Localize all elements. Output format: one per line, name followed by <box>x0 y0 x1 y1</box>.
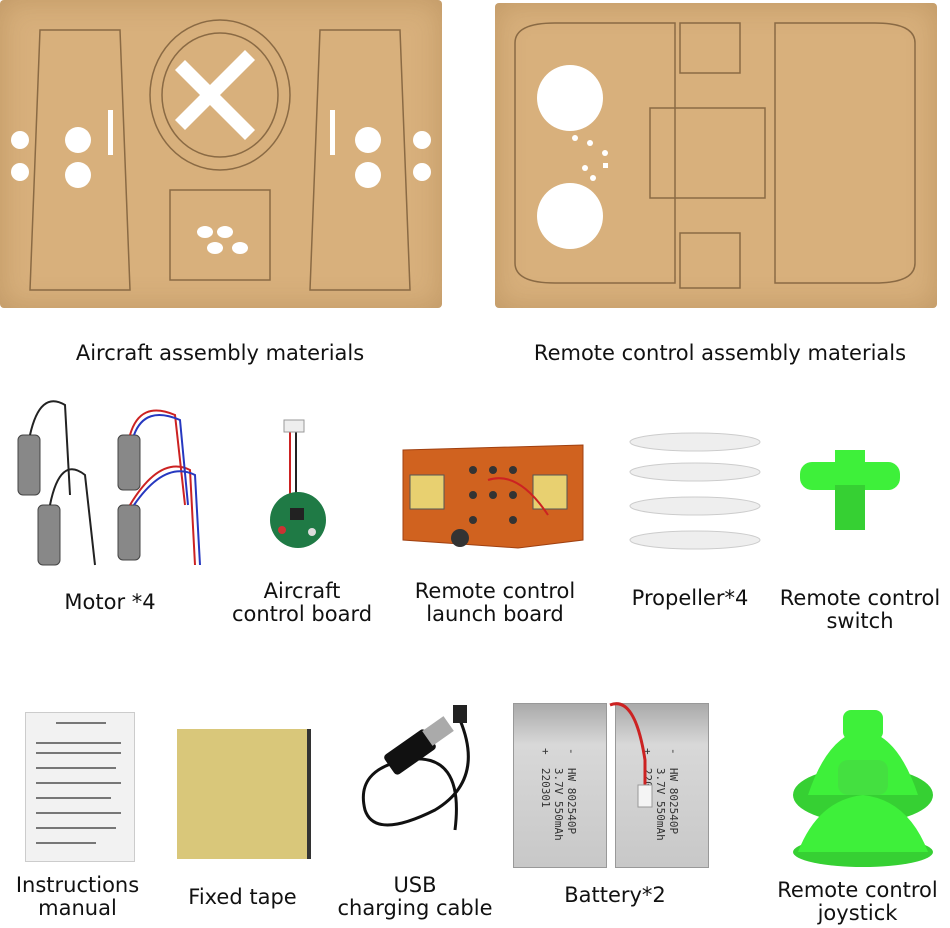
remote-materials-label: Remote control assembly materials <box>533 341 907 365</box>
battery-label: Battery*2 <box>564 883 666 907</box>
manual-image <box>25 712 135 862</box>
aircraft-wood-board <box>0 0 442 308</box>
switch-label-2: switch <box>826 609 894 633</box>
aircraft-board-label-2: control board <box>231 602 373 626</box>
aircraft-board-image <box>270 419 326 548</box>
manual-label-2: manual <box>38 896 117 920</box>
battery-print-line-1: - HW 802540P <box>667 748 680 835</box>
battery-image-1 <box>513 703 607 868</box>
propeller-label: Propeller*4 <box>631 586 749 610</box>
propeller <box>629 530 761 550</box>
launch-board-label-1: Remote control <box>414 579 576 603</box>
battery-print-line-1: - HW 802540P <box>565 748 578 835</box>
usb-label-2: charging cable <box>337 896 493 920</box>
joystick-image <box>793 710 933 867</box>
switch-image <box>800 450 900 530</box>
propeller <box>629 496 761 516</box>
propeller <box>629 432 761 452</box>
aircraft-cut-pattern <box>11 19 431 291</box>
battery-print-line-3: + 220301 <box>539 748 552 808</box>
battery-print-1: - HW 802540P 3.7V 550mAh + 220301 <box>539 748 578 841</box>
launch-board-image <box>402 444 584 549</box>
motors-image <box>17 400 201 566</box>
remote-wood-board <box>495 3 937 308</box>
joystick-label-1: Remote control <box>777 878 938 902</box>
propellers-image <box>629 432 761 550</box>
tape-image <box>177 729 311 859</box>
usb-cable-image <box>361 705 470 831</box>
switch-label-1: Remote control <box>779 586 941 610</box>
remote-cut-pattern <box>514 22 916 289</box>
joystick-label-2: joystick <box>817 901 898 925</box>
usb-label-1: USB <box>393 873 437 897</box>
motor-label: Motor *4 <box>64 590 156 614</box>
battery-wire <box>609 702 653 808</box>
battery-image-2 <box>615 703 709 868</box>
motor <box>17 434 141 566</box>
aircraft-materials-label: Aircraft assembly materials <box>75 341 365 365</box>
propeller <box>629 462 761 482</box>
manual-text-lines <box>36 722 121 844</box>
tape-label: Fixed tape <box>188 885 297 909</box>
manual-label-1: Instructions <box>15 873 140 897</box>
battery-print-line-2: 3.7V 550mAh <box>552 748 565 841</box>
launch-board-label-2: launch board <box>426 602 564 626</box>
aircraft-board-label-1: Aircraft <box>263 579 341 603</box>
